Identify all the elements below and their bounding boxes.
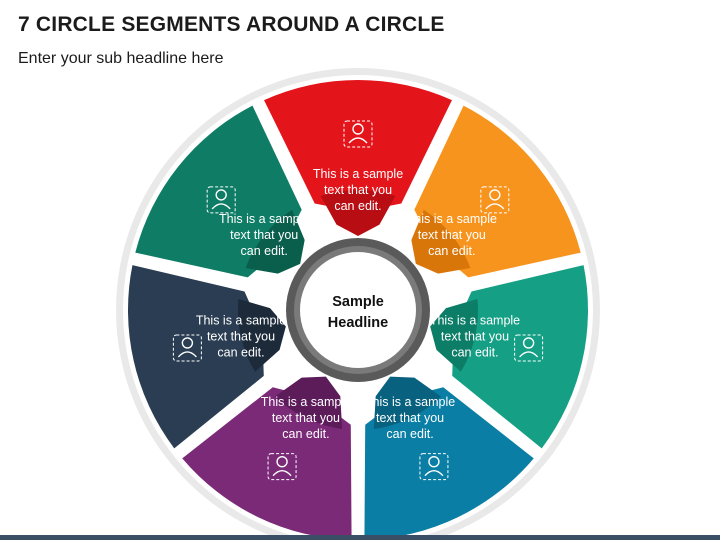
segment-4-text-line-1: This is a sample <box>365 395 455 409</box>
segment-arrow-2 <box>411 209 471 274</box>
segment-3-text-line-2: text that you <box>441 330 509 344</box>
segment-6-text-line-3: can edit. <box>217 346 264 360</box>
segment-arrow-1 <box>320 190 396 236</box>
center-headline-line2: Headline <box>328 315 388 331</box>
segment-1-text-line-1: This is a sample <box>313 167 403 181</box>
segment-3-text-line-3: can edit. <box>451 346 498 360</box>
segment-7-text-line-3: can edit. <box>241 244 288 258</box>
person-money-icon <box>172 334 202 362</box>
network-people-icon <box>514 334 544 362</box>
segment-icons-layer <box>172 120 544 481</box>
segment-2-text-line-3: can edit. <box>428 244 475 258</box>
center-headline-line1: Sample <box>332 294 384 310</box>
center-hub: Sample Headline <box>286 238 430 382</box>
meditation-bulb-icon <box>343 120 373 148</box>
segment-arrow-7 <box>245 209 305 274</box>
segment-1-text-line-3: can edit. <box>334 199 381 213</box>
segment-5-text-line-3: can edit. <box>282 427 329 441</box>
segment-wedge-7 <box>135 105 302 278</box>
segment-1-text-line-2: text that you <box>324 183 392 197</box>
segment-5-text-line-2: text that you <box>272 411 340 425</box>
segment-3-text-line-1: This is a sample <box>430 314 520 328</box>
segment-wedge-4 <box>364 387 534 540</box>
segment-7-text-line-1: This is a sample <box>219 212 309 226</box>
segment-2-text-line-2: text that you <box>418 228 486 242</box>
segment-wedge-5 <box>182 387 352 540</box>
segment-5-text-line-1: This is a sample <box>261 395 351 409</box>
inner-arrows-layer <box>238 190 478 429</box>
person-gears-icon <box>267 453 297 481</box>
page-subtitle: Enter your sub headline here <box>18 50 224 67</box>
hand-network-icon <box>206 186 236 214</box>
segment-wedge-2 <box>414 105 581 278</box>
segment-6-text-line-1: This is a sample <box>196 314 286 328</box>
segment-4-text-line-2: text that you <box>376 411 444 425</box>
segment-wedge-1 <box>264 79 452 212</box>
bottom-accent-bar <box>0 535 720 540</box>
segment-arrow-6 <box>238 299 286 372</box>
segment-7-text-line-2: text that you <box>230 228 298 242</box>
segment-4-text-line-3: can edit. <box>386 427 433 441</box>
money-cash-icon <box>480 186 510 214</box>
page-title: 7 CIRCLE SEGMENTS AROUND A CIRCLE <box>18 13 445 36</box>
segment-arrow-3 <box>430 299 478 372</box>
segment-6-text-line-2: text that you <box>207 330 275 344</box>
segment-arrow-4 <box>373 376 442 429</box>
hub-disc <box>300 252 416 368</box>
document-search-icon <box>419 453 449 481</box>
segment-labels-layer: This is a sample text that you can edit. Th… <box>196 167 520 441</box>
segment-2-text-line-1: This is a sample <box>407 212 497 226</box>
segment-arrow-5 <box>274 376 343 429</box>
